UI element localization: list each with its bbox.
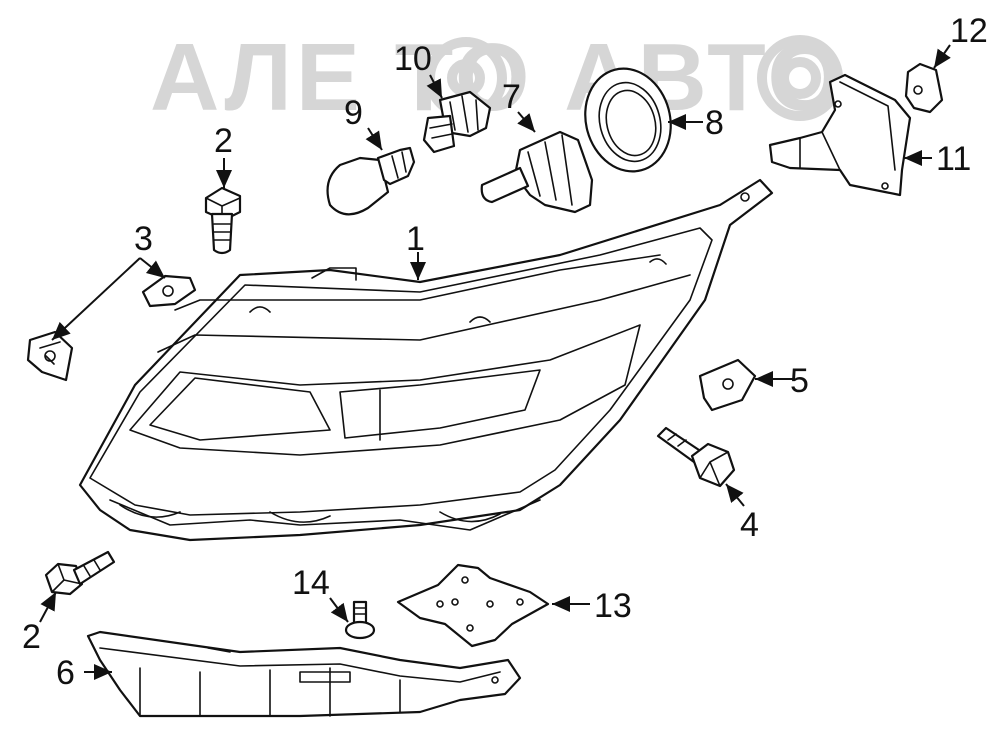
bulb-wedge [326,146,416,216]
lower-bracket [86,630,522,718]
callout-2-lower: 2 [22,618,41,656]
bulb-socket [422,90,492,154]
callout-12: 12 [950,12,988,50]
callout-5: 5 [790,362,809,400]
callout-3: 3 [134,220,153,258]
seal-ring [584,67,672,173]
callout-7: 7 [502,78,521,116]
callout-1: 1 [406,220,425,258]
nut-clip [698,358,757,412]
callout-2-upper: 2 [214,122,233,160]
clip-lower [26,330,74,382]
callout-13: 13 [594,587,632,625]
bolt-lower [44,550,116,596]
callout-14: 14 [292,564,330,602]
headlamp-bulb [480,130,594,214]
callout-11: 11 [936,140,971,178]
callout-6: 6 [56,654,75,692]
callout-4: 4 [740,506,759,544]
headlamp-assembly [78,178,774,542]
mounting-plate [396,563,550,648]
callout-9: 9 [344,94,363,132]
clip-upper [141,274,197,308]
grommet [904,62,944,114]
mounting-bracket [768,73,912,197]
screw [344,600,376,640]
callout-8: 8 [705,104,724,142]
bolt-right [656,426,736,488]
callout-10: 10 [394,40,432,78]
watermark-logo: АЛЕ ТО АВТО [150,24,846,131]
bolt-upper [204,186,242,255]
leader-lines [39,44,951,680]
